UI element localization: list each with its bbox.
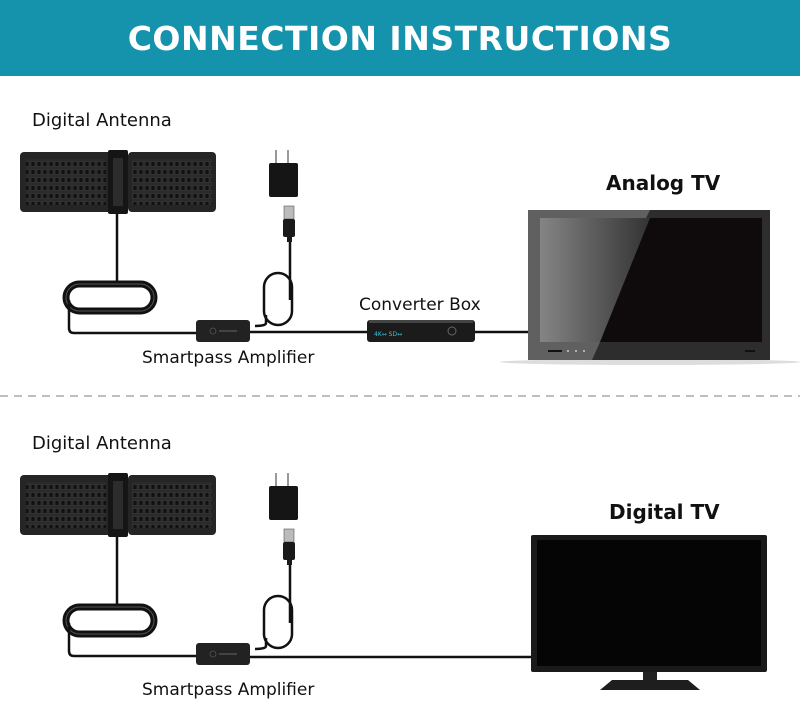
- converter-label: Converter Box: [359, 295, 481, 315]
- amplifier-label: Smartpass Amplifier: [142, 680, 314, 700]
- amplifier-label: Smartpass Amplifier: [142, 348, 314, 368]
- amplifier-image: [195, 642, 251, 666]
- antenna-label: Digital Antenna: [32, 110, 172, 131]
- antenna-cable: [66, 214, 292, 333]
- page-title: CONNECTION INSTRUCTIONS: [127, 18, 673, 58]
- converter-box-image: 4K↔ SD↔: [367, 320, 475, 342]
- tv-label: Digital TV: [609, 500, 720, 524]
- amplifier-image: [195, 319, 251, 343]
- power-adapter-image: [268, 149, 299, 243]
- digital-antenna-image: [20, 473, 216, 537]
- antenna-label: Digital Antenna: [32, 433, 172, 454]
- analog-tv-image: [500, 210, 800, 365]
- tv-label: Analog TV: [606, 171, 721, 195]
- digital-antenna-image: [20, 150, 216, 214]
- antenna-cable: [66, 537, 292, 656]
- power-adapter-image: [268, 472, 299, 566]
- header-banner: CONNECTION INSTRUCTIONS: [0, 0, 800, 76]
- digital-tv-image: [531, 535, 767, 690]
- analog-section: Digital Antenna Smartpass Amplifier Conv…: [20, 110, 800, 368]
- digital-section: Digital Antenna Smartpass Amplifier Digi…: [20, 433, 767, 700]
- converter-display: 4K↔ SD↔: [374, 331, 402, 338]
